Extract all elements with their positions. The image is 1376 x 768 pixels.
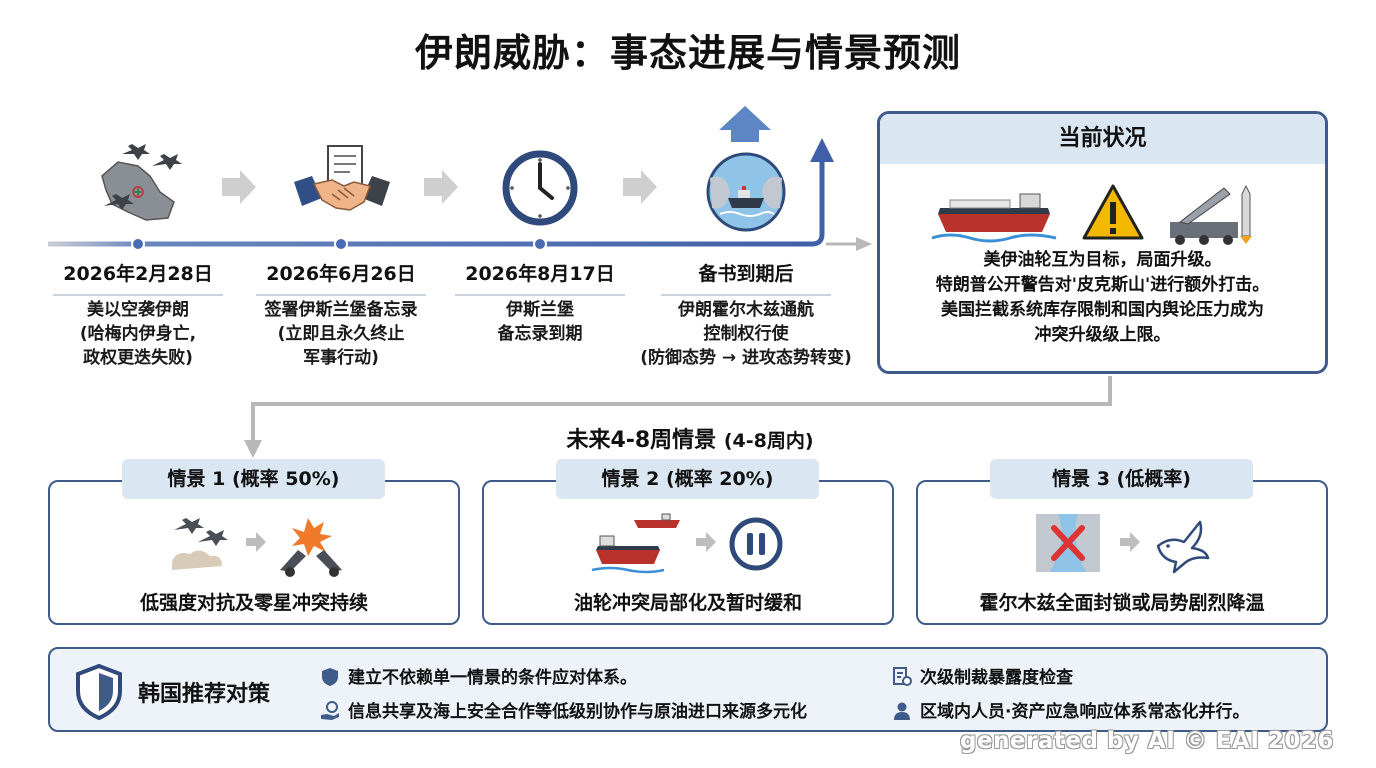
handshake-document-icon xyxy=(294,145,390,211)
arrow-icon xyxy=(246,532,266,552)
artillery-explosion-icon xyxy=(280,518,342,577)
strait-blocked-icon xyxy=(1036,514,1100,572)
scenario-2-icons xyxy=(591,513,783,574)
korea-recommendations-panel: 韩国推荐对策 建立不依赖单一情景的条件应对体系。 信息共享及海上安全合作等低级别… xyxy=(48,647,1328,732)
timeline-dot xyxy=(533,237,547,251)
timeline-date: 2026年2月28日 xyxy=(53,259,223,296)
timeline-description: 美以空袭伊朗(哈梅内伊身亡,政权更迭失败) xyxy=(79,300,197,368)
scenario-1-header: 情景 1 (概率 50%) xyxy=(122,459,385,499)
timeline-date: 2026年6月26日 xyxy=(256,259,426,296)
timeline-date: 备书到期后 xyxy=(661,259,831,296)
jets-smoke-icon xyxy=(172,518,228,570)
scenario-1-icons xyxy=(172,518,342,577)
page-title: 伊朗威胁：事态进展与情景预测 xyxy=(414,31,961,75)
status-icons xyxy=(931,184,1252,245)
recommendation-item: 区域内人员·资产应急响应体系常态化并行。 xyxy=(892,697,1249,722)
timeline-dot xyxy=(131,237,145,251)
pause-icon xyxy=(729,517,783,571)
timeline-up-arrow xyxy=(810,138,834,162)
person-icon xyxy=(894,702,910,720)
recommendation-item: 信息共享及海上安全合作等低级别协作与原油进口来源多元化 xyxy=(320,697,807,722)
escalation-up-arrow xyxy=(719,106,771,142)
jets-over-iran-map-icon xyxy=(101,144,182,221)
tankers-icon xyxy=(591,513,680,574)
clock-icon xyxy=(502,150,578,226)
missile-launcher-icon xyxy=(1170,184,1252,245)
scenario-card-2: 油轮冲突局部化及暂时缓和 xyxy=(482,480,894,625)
dove-icon xyxy=(1156,520,1210,574)
scenario-card-3: 霍尔木兹全面封锁或局势剧烈降温 xyxy=(916,480,1328,625)
status-to-scenarios-connector xyxy=(251,376,1112,440)
recommendations-title: 韩国推荐对策 xyxy=(138,682,271,707)
current-status-text: 美伊油轮互为目标，局面升级。 特朗普公开警告对'皮克斯山'进行额外打击。 美国拦… xyxy=(935,250,1270,345)
scenario-1-text: 低强度对抗及零星冲突持续 xyxy=(139,592,368,614)
timeline-step-arrows xyxy=(222,170,657,204)
warning-icon xyxy=(1082,184,1144,240)
small-shield-icon xyxy=(322,668,338,686)
document-check-icon xyxy=(893,667,912,686)
hand-coin-icon xyxy=(321,701,339,720)
scenario-card-1: 低强度对抗及零星冲突持续 xyxy=(48,480,460,625)
recommendation-item: 次级制裁暴露度检查 xyxy=(892,663,1073,688)
arrow-icon xyxy=(1120,532,1140,552)
current-status-title: 当前状况 xyxy=(880,114,1325,164)
shield-icon xyxy=(76,663,122,721)
timeline-dot xyxy=(334,237,348,251)
timeline-description: 签署伊斯兰堡备忘录(立即且永久终止军事行动) xyxy=(264,300,418,368)
scenario-3-header: 情景 3 (低概率) xyxy=(990,459,1253,499)
scenario-3-text: 霍尔木兹全面封锁或局势剧烈降温 xyxy=(979,592,1265,614)
timeline-description: 伊斯兰堡备忘录到期 xyxy=(497,300,583,344)
current-status-panel: 当前状况 美伊油轮互为目标，局面升级。 特朗普公开警告对'皮克斯山'进行额外打击… xyxy=(877,111,1328,374)
arrow-icon xyxy=(696,532,716,552)
timeline-date: 2026年8月17日 xyxy=(455,259,625,296)
scenario-2-text: 油轮冲突局部化及暂时缓和 xyxy=(573,592,802,614)
scenario-3-icons xyxy=(1036,514,1210,574)
future-scenarios-title: 未来4-8周情景 (4-8周内) xyxy=(566,428,814,453)
timeline-line xyxy=(48,160,825,247)
tanker-strait-icon xyxy=(706,152,786,232)
scenario-2-header: 情景 2 (概率 20%) xyxy=(556,459,819,499)
tanker-icon xyxy=(931,193,1057,243)
watermark: generated by AI © EAI 2026 xyxy=(960,728,1334,754)
recommendation-item: 建立不依赖单一情景的条件应对体系。 xyxy=(320,663,637,688)
timeline-description: 伊朗霍尔木兹通航控制权行使(防御态势 → 进攻态势转变) xyxy=(640,300,852,368)
